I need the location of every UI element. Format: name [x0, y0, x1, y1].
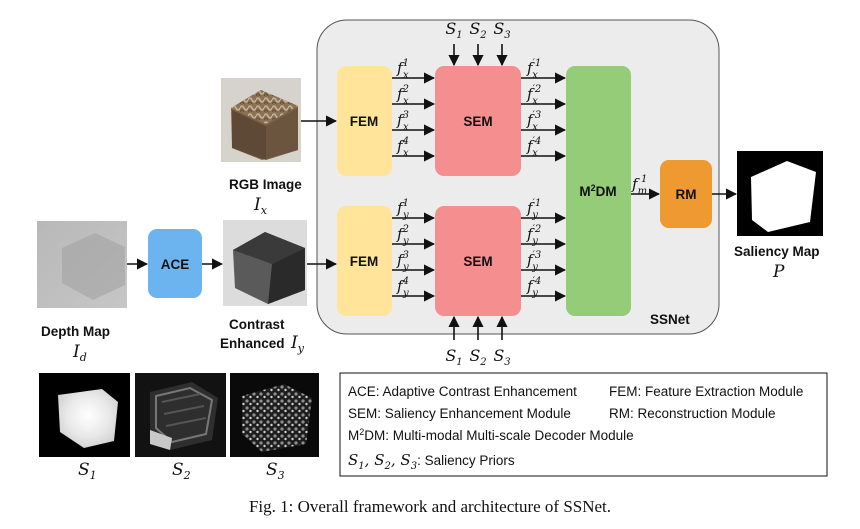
legend-sem: SEM: Saliency Enhancement Module — [348, 406, 571, 421]
sem-top-block — [435, 66, 521, 176]
depth-map-image — [37, 221, 127, 308]
m2dm-label: M2DM — [579, 183, 616, 199]
contrast-line2: Enhanced — [220, 336, 285, 351]
sem-top-label: SEM — [463, 114, 492, 129]
prior-s2-image — [135, 373, 226, 457]
rm-block — [660, 160, 712, 228]
prior-s3-image — [230, 373, 319, 457]
saliency-map-image — [737, 151, 823, 236]
legend-box — [339, 372, 828, 477]
rgb-image — [221, 78, 301, 162]
ssnet-label: SSNet — [650, 312, 690, 327]
contrast-var: Iy — [290, 333, 305, 355]
prior-top-label-s1: S1 — [445, 19, 462, 41]
sem-bottom-block — [435, 206, 521, 316]
prior-top-label-s3: S3 — [493, 19, 510, 41]
fm-label: fm1 — [631, 174, 647, 197]
legend-fem: FEM: Feature Extraction Module — [609, 384, 803, 399]
saliency-var: P — [772, 262, 785, 282]
legend-ace: ACE: Adaptive Contrast Enhancement — [348, 384, 577, 399]
legend-rm: RM: Reconstruction Module — [609, 406, 776, 421]
s3-label: S3 — [266, 460, 285, 482]
fem-bottom-label: FEM — [350, 254, 379, 269]
figure-caption: Fig. 1: Overall framework and architectu… — [249, 497, 611, 516]
rm-label: RM — [676, 187, 697, 202]
prior-top-label-s2: S2 — [469, 19, 486, 41]
sem-bottom-label: SEM — [463, 254, 492, 269]
prior-bottom-label-s1: S1 — [445, 346, 462, 368]
depth-title: Depth Map — [41, 324, 110, 339]
contrast-line1: Contrast — [229, 317, 285, 332]
s2-label: S2 — [172, 460, 191, 482]
rgb-title: RGB Image — [229, 177, 302, 192]
prior-s1-image — [39, 373, 130, 457]
legend-m2dm: M2DM: Multi-modal Multi-scale Decoder Mo… — [348, 427, 634, 443]
rgb-var: Ix — [253, 195, 268, 217]
prior-bottom-label-s3: S3 — [493, 346, 510, 368]
prior-bottom-label-s2: S2 — [469, 346, 486, 368]
legend-priors: S1, S2, S3: Saliency Priors — [348, 451, 515, 472]
contrast-enhanced-image — [223, 220, 307, 306]
m2dm-block — [566, 66, 631, 316]
fem-top-label: FEM — [350, 114, 379, 129]
ace-block — [148, 229, 202, 298]
fem-top-block — [337, 66, 392, 176]
saliency-title: Saliency Map — [734, 244, 820, 259]
depth-var: Id — [72, 342, 87, 364]
s1-label: S1 — [78, 460, 97, 482]
ace-label: ACE — [161, 257, 190, 272]
fem-bottom-block — [337, 206, 392, 316]
